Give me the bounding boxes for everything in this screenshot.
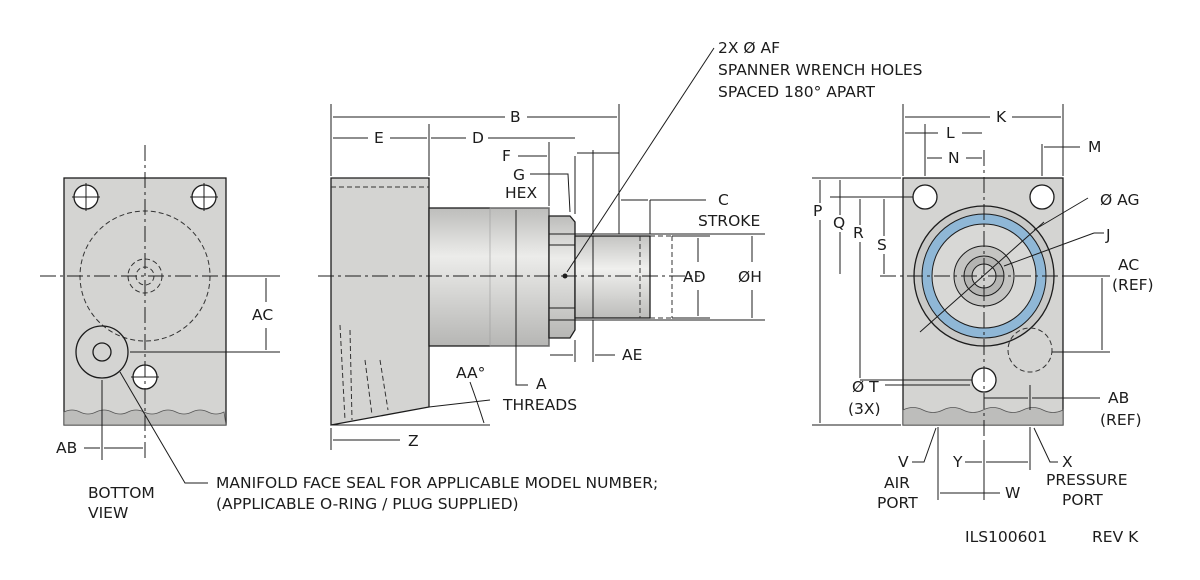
dim-z: Z	[408, 432, 419, 450]
dim-a: A	[536, 375, 547, 393]
end-hole-top-right	[1029, 184, 1055, 210]
dim-c: C	[718, 191, 729, 209]
piston-rod	[574, 235, 651, 319]
dim-x: X	[1062, 453, 1073, 471]
callout-af-line3: SPACED 180° APART	[718, 83, 875, 101]
dim-stroke: STROKE	[698, 212, 760, 230]
dim-ad: AD	[683, 268, 706, 286]
side-view-body	[330, 177, 430, 426]
dim-n: N	[948, 149, 960, 167]
drawing-revision: REV K	[1092, 528, 1139, 546]
dim-y: Y	[952, 453, 963, 471]
end-hole-top-left	[912, 184, 938, 210]
dim-ab-ref: (REF)	[1100, 411, 1142, 429]
dim-threads: THREADS	[502, 396, 577, 414]
dim-m: M	[1088, 138, 1101, 156]
dim-b: B	[510, 108, 521, 126]
spanner-hole	[562, 273, 568, 279]
pressure-port-label-2: PORT	[1062, 491, 1103, 509]
dim-t: Ø T	[852, 378, 879, 396]
hidden-pressure-port	[1007, 327, 1053, 373]
pressure-port-label-1: PRESSURE	[1046, 471, 1128, 489]
air-port-label-2: PORT	[877, 494, 918, 512]
dim-ae: AE	[622, 346, 642, 364]
dim-t-qty: (3X)	[848, 400, 881, 418]
cylinder-barrel	[428, 207, 550, 347]
bottom-view-title-2: VIEW	[88, 504, 128, 522]
air-port-label-1: AIR	[884, 474, 910, 492]
dim-hex: HEX	[505, 184, 537, 202]
dim-ag: Ø AG	[1100, 191, 1139, 209]
dim-w: W	[1005, 484, 1020, 502]
manifold-port-outer	[75, 325, 129, 379]
dim-h: ØH	[738, 268, 762, 286]
callout-af-line2: SPANNER WRENCH HOLES	[718, 61, 923, 79]
manifold-note: MANIFOLD FACE SEAL FOR APPLICABLE MODEL …	[119, 371, 658, 513]
dim-g: G	[513, 166, 525, 184]
dim-v: V	[898, 453, 909, 471]
dim-aa: AA°	[456, 364, 485, 382]
dim-k: K	[996, 108, 1007, 126]
callout-af-line1: 2X Ø AF	[718, 39, 780, 57]
dim-l: L	[946, 124, 955, 142]
dim-r: R	[853, 224, 864, 242]
dim-ac-end: AC	[1118, 256, 1139, 274]
drawing-id: ILS100601	[965, 528, 1047, 546]
dim-j: J	[1105, 226, 1111, 244]
note-manifold-line1: MANIFOLD FACE SEAL FOR APPLICABLE MODEL …	[216, 474, 658, 492]
dim-ac-bottom: AC	[252, 306, 273, 324]
side-view: B E D F G HEX C STROKE AD ØH	[318, 39, 923, 450]
dim-ab-end: AB	[1108, 389, 1129, 407]
bottom-view: AC AB BOTTOM VIEW	[40, 145, 280, 522]
dim-s: S	[877, 236, 887, 254]
bottom-view-title-1: BOTTOM	[88, 484, 155, 502]
dim-ab-bottom: AB	[56, 439, 77, 457]
end-view: K L N M P Q R S Ø T (3X) Ø AG J	[812, 104, 1154, 512]
dim-d: D	[472, 129, 484, 147]
end-seal-strip	[902, 407, 1064, 426]
note-manifold-line2: (APPLICABLE O-RING / PLUG SUPPLIED)	[216, 495, 519, 513]
dim-q: Q	[833, 214, 845, 232]
dim-p: P	[813, 202, 822, 220]
manifold-port-inner	[92, 342, 112, 362]
dim-ac-ref: (REF)	[1112, 276, 1154, 294]
dim-e: E	[374, 129, 384, 147]
dim-f: F	[502, 147, 511, 165]
